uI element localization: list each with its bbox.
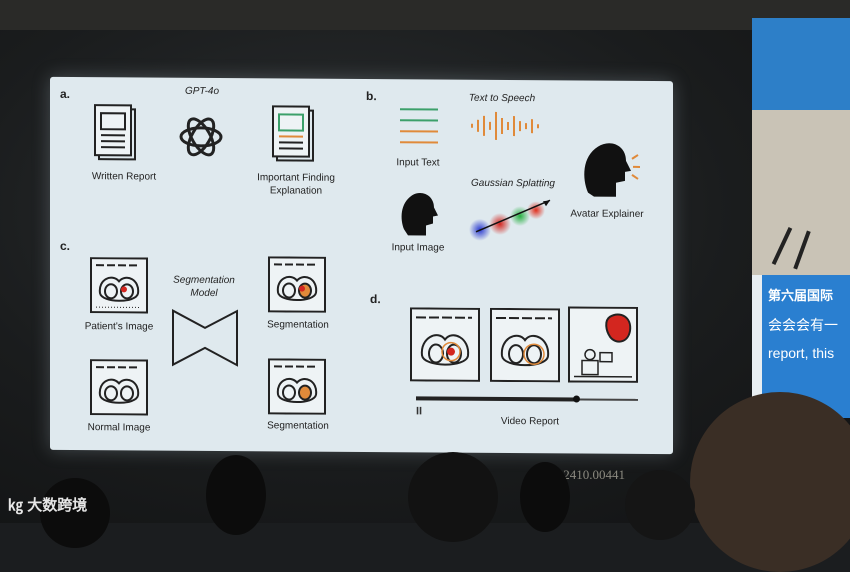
gpt-logo-icon bbox=[176, 112, 226, 162]
audio-waveform-icon bbox=[468, 110, 548, 143]
watermark-logo: ㎏ 大数跨境 bbox=[8, 494, 87, 515]
logo-icon: ㎏ bbox=[8, 497, 23, 514]
normal-image-scan bbox=[90, 359, 148, 415]
audience-head bbox=[408, 452, 498, 542]
written-report-caption: Written Report bbox=[84, 171, 164, 183]
ceiling bbox=[0, 0, 850, 30]
audience-head bbox=[690, 392, 850, 572]
normal-image-caption: Normal Image bbox=[78, 422, 160, 434]
video-progress-knob[interactable] bbox=[573, 395, 580, 402]
patient-image-caption: Patient's Image bbox=[78, 321, 160, 333]
logo-text: 大数跨境 bbox=[27, 497, 87, 514]
input-text-icon bbox=[398, 107, 440, 147]
segmentation-top-scan bbox=[268, 256, 326, 312]
microphone bbox=[793, 231, 810, 270]
side-screen: 第六届国际 会会会有一 report, this bbox=[752, 18, 850, 418]
pause-icon[interactable]: II bbox=[416, 405, 422, 417]
side-screen-title: 第六届国际 bbox=[768, 285, 833, 304]
patient-image-scan bbox=[90, 257, 148, 313]
side-screen-wall bbox=[752, 110, 850, 275]
input-image-head-icon bbox=[396, 189, 440, 237]
gaussian-splats-icon bbox=[468, 192, 558, 243]
finding-caption-line1: Important Finding bbox=[246, 172, 346, 184]
input-image-caption: Input Image bbox=[384, 242, 452, 253]
segmentation-top-caption: Segmentation bbox=[256, 319, 340, 331]
side-screen-top bbox=[752, 18, 850, 110]
video-progress-track[interactable] bbox=[416, 397, 638, 401]
seg-model-line2: Model bbox=[164, 288, 244, 300]
finding-explanation-icon bbox=[272, 104, 318, 164]
finding-caption-line2: Explanation bbox=[246, 185, 346, 197]
segmentation-bottom-scan bbox=[268, 358, 326, 414]
panel-c-label: c. bbox=[60, 239, 70, 253]
segmentation-bottom-caption: Segmentation bbox=[256, 420, 340, 432]
panel-a-label: a. bbox=[60, 87, 70, 101]
input-text-caption: Input Text bbox=[386, 157, 450, 168]
video-frame-3-avatar bbox=[568, 306, 638, 382]
microphone bbox=[772, 227, 793, 265]
panel-b-label: b. bbox=[366, 89, 377, 103]
tts-label: Text to Speech bbox=[462, 93, 542, 105]
side-screen-line1: 会会会有一 bbox=[768, 315, 838, 335]
avatar-caption: Avatar Explainer bbox=[562, 208, 652, 220]
video-frame-1 bbox=[410, 307, 480, 381]
avatar-head-icon bbox=[580, 137, 642, 199]
audience-head bbox=[520, 462, 570, 532]
seg-model-line1: Segmentation bbox=[164, 275, 244, 287]
video-progress-fill bbox=[416, 396, 576, 401]
audience-head bbox=[206, 455, 266, 535]
splatting-label: Gaussian Splatting bbox=[468, 178, 558, 190]
panel-d-label: d. bbox=[370, 292, 381, 306]
segmentation-model-icon bbox=[170, 308, 240, 368]
video-report-caption: Video Report bbox=[490, 416, 570, 428]
audience-head bbox=[625, 470, 695, 540]
projection-screen: a. GPT-4o Written Report Important Findi… bbox=[50, 77, 673, 454]
written-report-icon bbox=[94, 103, 140, 163]
video-frame-2 bbox=[490, 308, 560, 382]
gpt-label: GPT-4o bbox=[182, 86, 222, 97]
side-screen-line2: report, this bbox=[768, 345, 834, 361]
